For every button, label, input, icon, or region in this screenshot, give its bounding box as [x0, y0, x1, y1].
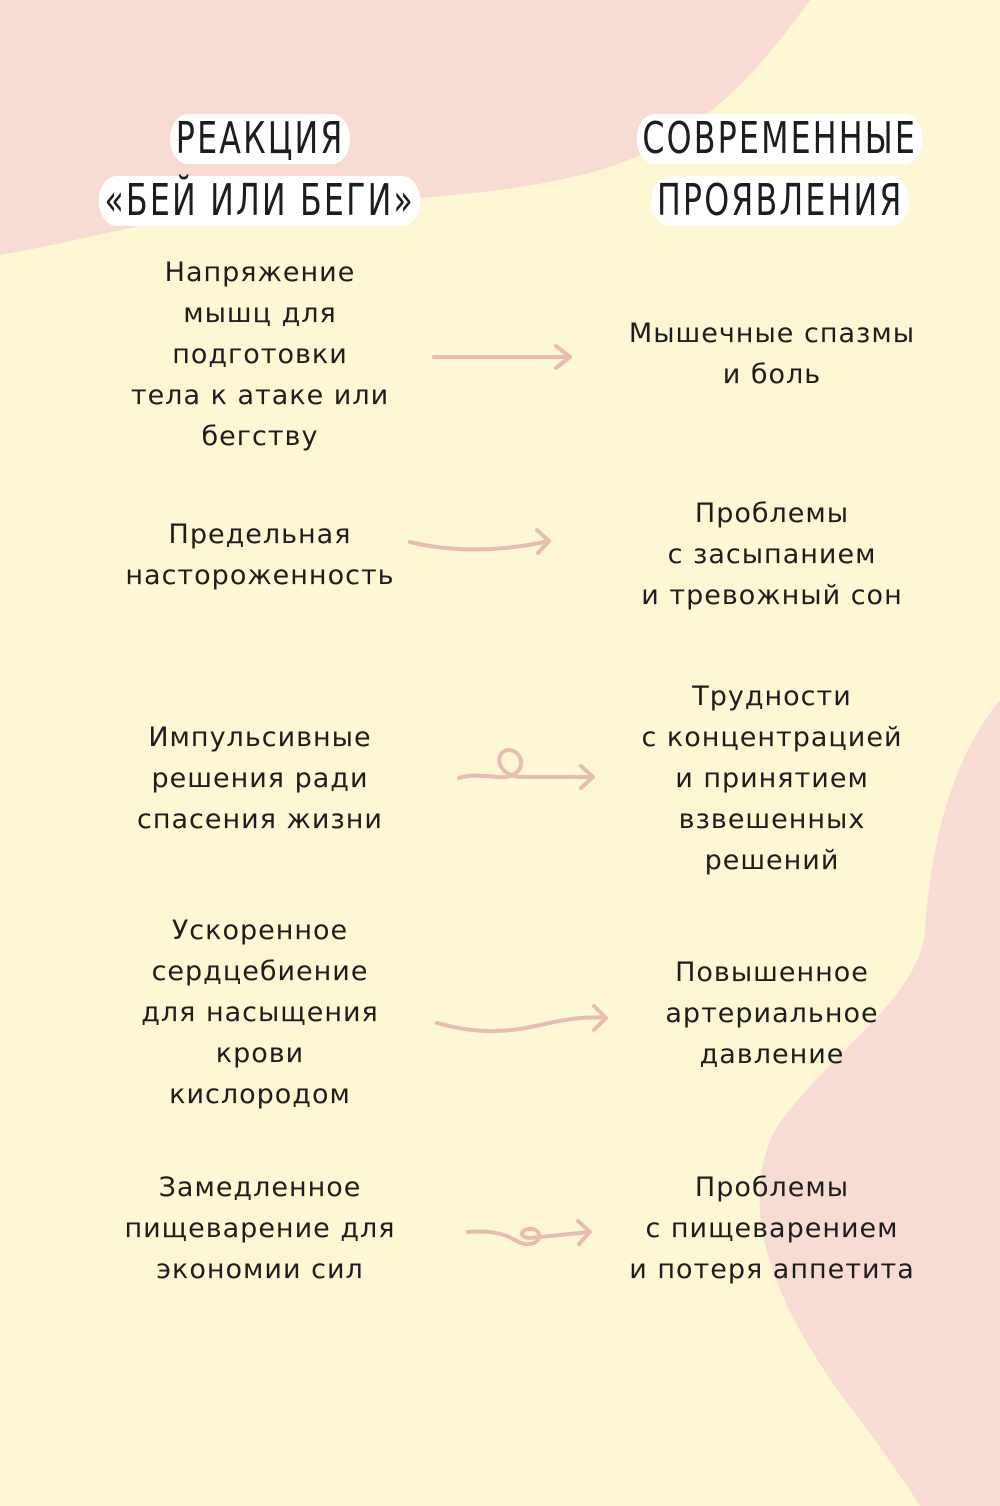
- reaction-text: Импульсивные решения ради спасения жизни: [50, 717, 470, 840]
- wave-arrow-icon: [435, 1004, 608, 1034]
- arrow-icon: [408, 528, 551, 555]
- header-left-line: «БЕЙ ИЛИ БЕГИ»: [98, 176, 422, 226]
- manifestation-text-line: Мышечные спазмы: [628, 318, 916, 349]
- arrow-icon: [432, 344, 572, 370]
- manifestation-text-line: с концентрацией: [641, 722, 903, 753]
- manifestation-text: Повышенное артериальное давление: [562, 952, 982, 1075]
- right-blob: [759, 700, 1000, 1506]
- header-left-line: РЕАКЦИЯ: [169, 114, 351, 164]
- manifestation-text-line: и принятием: [675, 763, 869, 794]
- manifestation-text-line: артериальное: [665, 998, 879, 1029]
- reaction-text-line: пищеварение для: [124, 1213, 396, 1244]
- manifestation-text-line: решений: [704, 845, 840, 876]
- reaction-text-line: сердцебиение: [151, 956, 369, 987]
- manifestation-text-line: взвешенных: [678, 804, 866, 835]
- reaction-text-line: мышц для: [183, 298, 337, 329]
- reaction-text: Напряжение мышц для подготовки тела к атаке…: [50, 252, 470, 457]
- manifestation-text-line: Трудности: [692, 681, 852, 712]
- reaction-text-line: Замедленное: [158, 1172, 362, 1203]
- manifestation-text-line: Повышенное: [675, 957, 869, 988]
- reaction-text: Предельная настороженность: [50, 514, 470, 596]
- manifestation-text-line: Проблемы: [694, 1172, 850, 1203]
- manifestation-text: Проблемы с пищеварением и потеря аппетита: [562, 1167, 982, 1290]
- reaction-text-line: Ускоренное: [171, 915, 349, 946]
- manifestation-text-line: с пищеварением: [645, 1213, 899, 1244]
- reaction-text-line: Предельная: [168, 519, 352, 550]
- reaction-text-line: настороженность: [125, 560, 395, 591]
- reaction-text-line: бегству: [201, 421, 319, 452]
- reaction-text-line: Напряжение: [164, 257, 356, 288]
- loop-arrow-icon: [457, 748, 595, 790]
- manifestation-text: Трудности с концентрацией и принятием взвеш…: [562, 676, 982, 881]
- loop-arrow-icon: [466, 1219, 592, 1247]
- manifestation-text-line: с засыпанием: [667, 539, 877, 570]
- header-right: СОВРЕМЕННЫЕ ПРОЯВЛЕНИЯ: [530, 108, 1000, 232]
- reaction-text-line: спасения жизни: [137, 804, 383, 835]
- reaction-text-line: экономии сил: [156, 1254, 364, 1285]
- header-right-line: ПРОЯВЛЕНИЯ: [650, 176, 910, 226]
- header-right-line: СОВРЕМЕННЫЕ: [636, 114, 924, 164]
- reaction-text-line: решения ради: [151, 763, 369, 794]
- reaction-text-line: подготовки: [172, 339, 348, 370]
- manifestation-text-line: и тревожный сон: [641, 580, 903, 611]
- reaction-text-line: для насыщения: [141, 997, 379, 1028]
- header-left: РЕАКЦИЯ «БЕЙ ИЛИ БЕГИ»: [10, 108, 510, 232]
- reaction-text-line: крови: [215, 1038, 305, 1069]
- manifestation-text-line: давление: [699, 1039, 845, 1070]
- reaction-text-line: кислородом: [169, 1079, 351, 1110]
- manifestation-text-line: Проблемы: [694, 498, 850, 529]
- manifestation-text: Мышечные спазмы и боль: [562, 313, 982, 395]
- manifestation-text-line: и боль: [722, 359, 822, 390]
- reaction-text-line: Импульсивные: [148, 722, 372, 753]
- manifestation-text-line: и потеря аппетита: [629, 1254, 915, 1285]
- reaction-text: Замедленное пищеварение для экономии сил: [50, 1167, 470, 1290]
- manifestation-text: Проблемы с засыпанием и тревожный сон: [562, 493, 982, 616]
- reaction-text-line: тела к атаке или: [130, 380, 390, 411]
- reaction-text: Ускоренное сердцебиение для насыщения крови…: [50, 910, 470, 1115]
